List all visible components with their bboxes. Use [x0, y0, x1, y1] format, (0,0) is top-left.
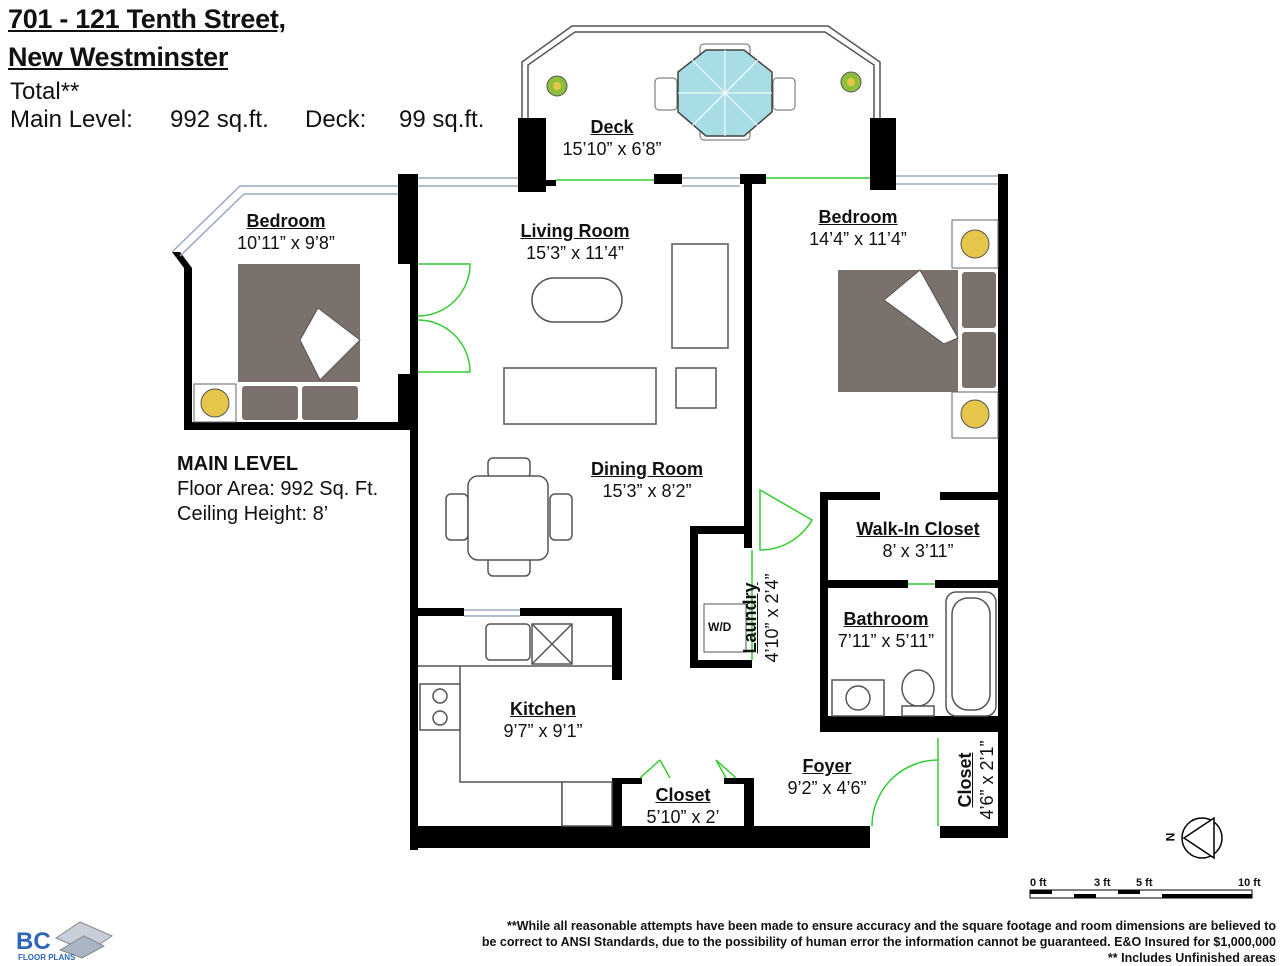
scale-label-3: 3 ft — [1094, 877, 1111, 889]
deck-value: 99 sq.ft. — [399, 106, 485, 133]
room-dining-room: Dining Room 15’3” x 8’2” — [591, 459, 703, 501]
main-level-title: MAIN LEVEL — [177, 453, 299, 475]
main-level-info: MAIN LEVEL Floor Area: 992 Sq. Ft. Ceili… — [177, 452, 378, 527]
room-kitchen: Kitchen 9’7” x 9’1” — [503, 699, 583, 741]
left-bed — [193, 264, 361, 423]
room-bathroom: Bathroom 7’11” x 5’11” — [837, 609, 935, 651]
scale-label-5: 5 ft — [1136, 877, 1153, 889]
deck-table — [654, 43, 796, 141]
room-closet-small: Closet 5’10” x 2’ — [646, 785, 720, 827]
totals-block: Total** Main Level: 992 sq.ft. Deck: 99 sq.… — [10, 78, 484, 134]
dining-table — [445, 457, 573, 577]
compass-icon — [1181, 816, 1223, 860]
door-swings — [417, 177, 939, 827]
windows — [171, 175, 998, 617]
address-line-1: 701 - 121 Tenth Street, — [8, 4, 286, 34]
washer-dryer — [703, 603, 747, 653]
main-level-value: 992 sq.ft. — [170, 106, 269, 133]
scale-bar — [1029, 889, 1253, 899]
disclaimer: **While all reasonable attempts have bee… — [404, 918, 1276, 966]
address-title: 701 - 121 Tenth Street, New Westminster — [8, 0, 286, 76]
logo-text: BC — [16, 928, 51, 955]
address-line-2: New Westminster — [8, 42, 229, 72]
disclaimer-line-2: be correct to ANSI Standards, due to the… — [481, 935, 1276, 949]
logo-icon — [54, 921, 114, 959]
washer-dryer-label: W/D — [708, 620, 732, 634]
disclaimer-line-1: **While all reasonable attempts have bee… — [507, 919, 1276, 933]
main-level-label: Main Level: — [10, 106, 133, 133]
room-closet-foyer: Closet 4’6” x 2’1” — [955, 740, 997, 820]
disclaimer-line-3: ** Includes Unfinished areas — [1107, 951, 1276, 965]
logo-subtext: FLOOR PLANS — [18, 953, 76, 962]
bathroom-fixtures — [831, 591, 997, 717]
kitchen-counters — [418, 623, 613, 827]
deck-outline — [521, 25, 881, 122]
room-deck: Deck 15’10” x 6’8” — [562, 117, 662, 159]
deck-plant-icon — [546, 71, 862, 97]
room-walk-in-closet: Walk-In Closet 8’ x 3’11” — [856, 519, 980, 561]
right-bed — [838, 219, 999, 439]
floor-area: Floor Area: 992 Sq. Ft. — [177, 478, 379, 500]
ceiling-height: Ceiling Height: 8’ — [177, 503, 329, 525]
totals-label: Total** — [10, 78, 80, 105]
room-laundry: Laundry 4’10” x 2’4” — [740, 573, 782, 663]
scale-label-10: 10 ft — [1238, 877, 1261, 889]
walls — [172, 118, 1008, 850]
room-bedroom-right: Bedroom 14’4” x 11’4” — [809, 207, 907, 249]
room-bedroom-left: Bedroom 10’11” x 9’8” — [237, 211, 335, 253]
totals-row: Main Level: 992 sq.ft. Deck: 99 sq.ft. — [10, 106, 484, 134]
compass-north-label: N — [1163, 832, 1178, 842]
room-foyer: Foyer 9’2” x 4’6” — [787, 756, 867, 798]
living-furniture — [503, 243, 729, 425]
room-living-room: Living Room 15’3” x 11’4” — [520, 221, 630, 263]
deck-label: Deck: — [305, 106, 367, 133]
scale-label-0: 0 ft — [1030, 877, 1047, 889]
